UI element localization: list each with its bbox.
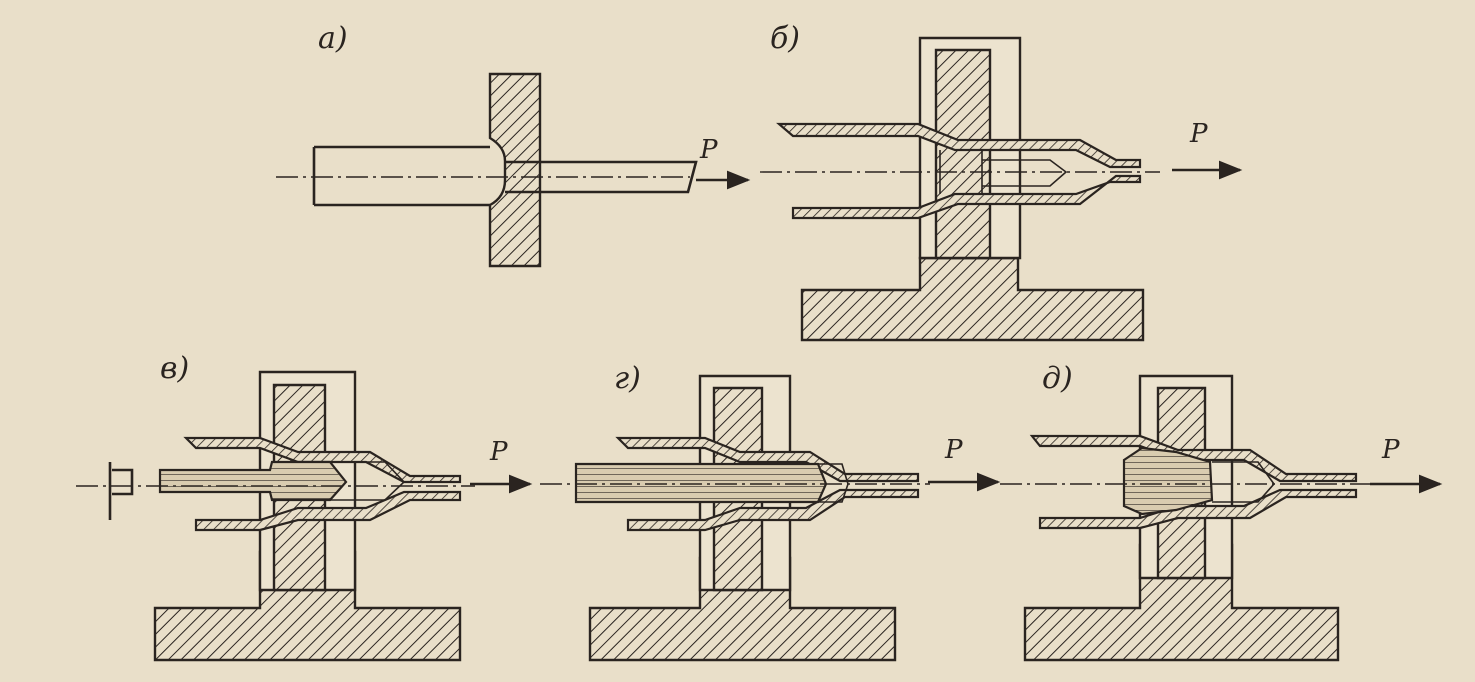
tube-wall-bottom: [194, 490, 462, 532]
force-label: P: [699, 135, 718, 165]
mandrel: [158, 460, 348, 502]
force-label: P: [1189, 119, 1208, 149]
base-support: [800, 256, 1145, 342]
figure-d: д) P: [1000, 361, 1443, 662]
bar-blank: [312, 145, 490, 207]
force-label: P: [489, 437, 508, 467]
tube-wall-bottom: [791, 174, 1142, 220]
floating-plug: [1122, 446, 1214, 516]
tube-wall-top: [183, 436, 462, 484]
figure-v: в) P: [76, 351, 533, 662]
figure-b: б) P: [760, 21, 1243, 342]
tube-wall-top: [776, 122, 1142, 169]
figure-label-g: г): [614, 361, 641, 396]
tube-bore: [330, 461, 406, 501]
long-mandrel: [574, 462, 828, 504]
tube-wall-bottom: [626, 488, 920, 532]
figure-label-b: б): [770, 21, 800, 56]
figure-a: а) P: [276, 21, 751, 268]
mandrel-rod-end: [108, 462, 134, 520]
die-plate: [488, 72, 542, 268]
figure-label-v: в): [160, 351, 189, 386]
figure-g: г) P: [540, 361, 1001, 662]
force-label: P: [944, 435, 963, 465]
force-label: P: [1381, 435, 1400, 465]
figure-label-a: а): [318, 21, 348, 56]
figure-label-d: д): [1042, 361, 1073, 396]
tube-wall-top: [615, 436, 920, 483]
drawn-bar: [505, 160, 698, 194]
